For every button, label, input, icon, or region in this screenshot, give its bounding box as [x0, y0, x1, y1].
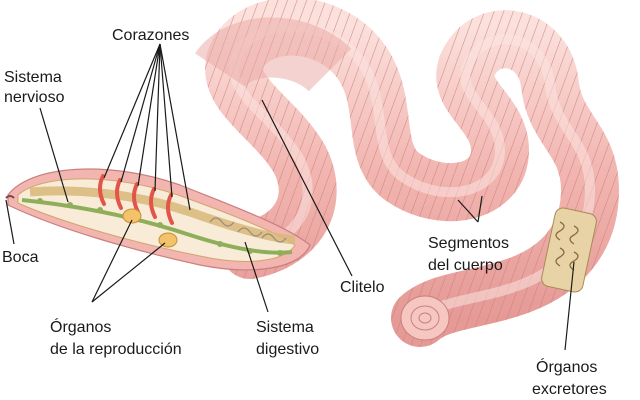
label-segmentos-line2: del cuerpo — [428, 257, 503, 274]
label-boca: Boca — [2, 249, 39, 266]
label-corazones: Corazones — [112, 27, 189, 44]
excretory-organs — [555, 221, 579, 271]
leader-lines — [5, 43, 575, 351]
label-organos-reproduccion-line2: de la reproducción — [50, 341, 182, 358]
label-sistema-nervioso-line2: nervioso — [4, 89, 65, 106]
mouth — [5, 195, 15, 199]
label-organos-reproduccion-line1: Órganos — [50, 317, 111, 336]
digestive-tract — [29, 186, 296, 245]
worm-body — [195, 0, 620, 347]
cutaway-cavity — [17, 178, 296, 262]
label-sistema-digestivo-line2: digestivo — [256, 341, 319, 358]
label-segmentos-line1: Segmentos — [428, 235, 509, 252]
label-sistema-nervioso-line1: Sistema — [4, 69, 62, 86]
nerve-cord — [21, 198, 293, 255]
worm-cutaway-front — [5, 168, 311, 271]
label-organos-excretores-line2: excretores — [532, 381, 607, 398]
worm-tail-end — [400, 295, 450, 341]
label-clitelo: Clitelo — [340, 279, 385, 296]
label-sistema-digestivo-line1: Sistema — [256, 319, 314, 336]
clitellum-band — [195, 17, 352, 93]
excretory-cutaway — [541, 207, 597, 293]
digestive-folds — [209, 217, 287, 243]
label-organos-excretores-line1: Órganos — [536, 357, 597, 376]
